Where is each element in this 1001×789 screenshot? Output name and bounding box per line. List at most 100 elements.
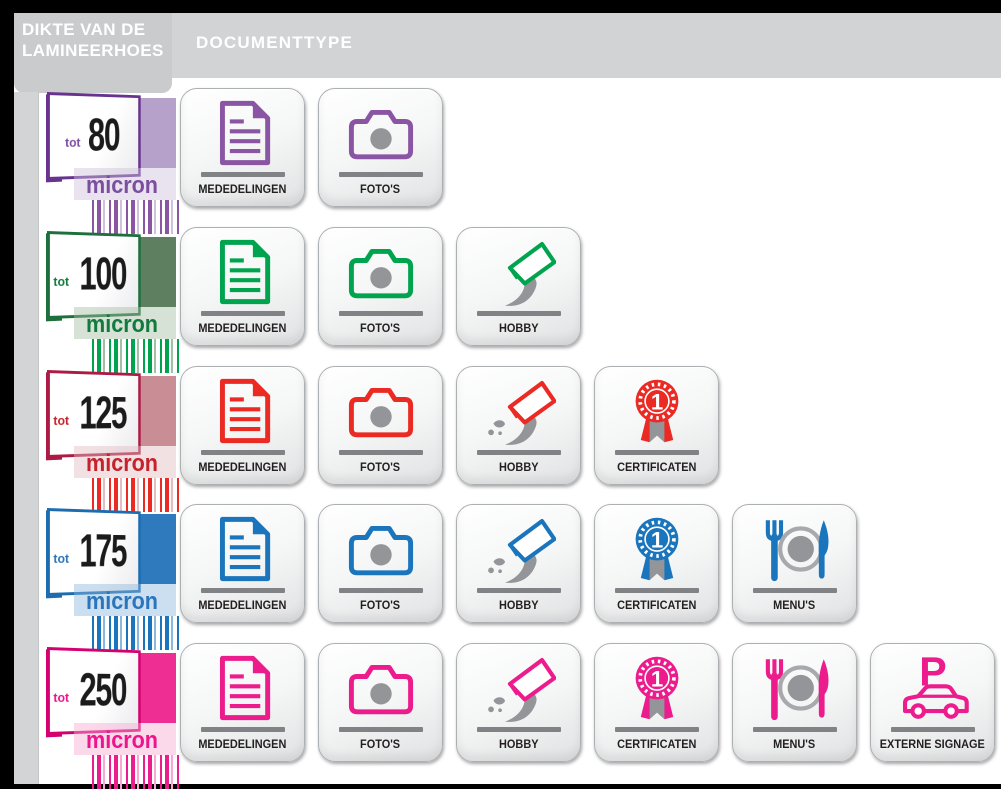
- barcode-stripes: [92, 616, 182, 650]
- svg-text:1: 1: [650, 527, 662, 552]
- tile-label: FOTO'S: [360, 323, 401, 335]
- pouch-shade: [74, 584, 176, 616]
- tile-divider: [338, 727, 423, 732]
- document-icon: extra: [206, 649, 280, 727]
- pouch-shade: [74, 723, 176, 755]
- tile-label: MENU'S: [773, 600, 816, 612]
- tile-divider: [200, 450, 285, 455]
- tile-divider: [338, 172, 423, 177]
- tile-label: MENU'S: [773, 739, 816, 751]
- barcode-stripes: [92, 200, 182, 234]
- tile-fotos[interactable]: FOTO'S: [318, 227, 443, 346]
- tile-divider: [476, 311, 561, 316]
- micron-value: 250: [79, 664, 127, 717]
- tile-label: HOBBY: [498, 323, 539, 335]
- pouch-shade: [74, 446, 176, 478]
- tot-label: tot: [53, 550, 70, 566]
- pouch-card: tot 250: [47, 647, 141, 735]
- tile-certificaten[interactable]: 1 CERTIFICATEN: [594, 366, 719, 485]
- tile-label: HOBBY: [498, 739, 539, 751]
- row-axis-title-line1: DIKTE VAN DE: [22, 20, 146, 39]
- camera-icon: [344, 510, 418, 588]
- camera-icon: [344, 233, 418, 311]
- svg-text:1: 1: [650, 389, 662, 414]
- document-icon: extra: [206, 372, 280, 450]
- column-axis-title: DOCUMENTTYPE: [196, 33, 354, 52]
- tile-certificaten[interactable]: 1 CERTIFICATEN: [594, 643, 719, 762]
- barcode-stripes: [92, 478, 182, 512]
- document-icon: extra: [206, 233, 280, 311]
- row-axis-title: DIKTE VAN DE LAMINEERHOES: [22, 19, 164, 61]
- tile-divider: [200, 311, 285, 316]
- tile-certificaten[interactable]: 1 CERTIFICATEN: [594, 504, 719, 623]
- dikte-header-box: [14, 13, 172, 93]
- svg-text:1: 1: [650, 666, 662, 691]
- tile-hobby[interactable]: HOBBY: [456, 227, 581, 346]
- paintbrush-icon: [482, 649, 556, 727]
- award-ribbon-icon: 1: [620, 649, 694, 727]
- award-ribbon-icon: 1: [620, 372, 694, 450]
- tile-divider: [476, 450, 561, 455]
- tile-label: CERTIFICATEN: [616, 739, 697, 751]
- micron-value: 80: [87, 109, 119, 162]
- document-icon: extra: [206, 510, 280, 588]
- tile-externe-signage[interactable]: P EXTERNE SIGNAGE: [870, 643, 995, 762]
- tile-label: FOTO'S: [360, 184, 401, 196]
- tile-hobby[interactable]: HOBBY: [456, 366, 581, 485]
- tile-divider: [476, 727, 561, 732]
- tile-menus[interactable]: MENU'S: [732, 504, 857, 623]
- tile-fotos[interactable]: FOTO'S: [318, 88, 443, 207]
- paintbrush-icon: [482, 510, 556, 588]
- award-ribbon-icon: 1: [620, 510, 694, 588]
- tile-label: CERTIFICATEN: [616, 600, 697, 612]
- tile-divider: [200, 727, 285, 732]
- parking-icon: P: [896, 649, 970, 727]
- tile-divider: [890, 727, 975, 732]
- tile-divider: [338, 311, 423, 316]
- tile-label: CERTIFICATEN: [616, 462, 697, 474]
- thickness-label-100-micron: tot 100 micron: [40, 231, 182, 373]
- tile-hobby[interactable]: HOBBY: [456, 504, 581, 623]
- tile-label: MEDEDELINGEN: [198, 739, 287, 751]
- tot-label: tot: [53, 689, 70, 705]
- tile-mededelingen[interactable]: extra MEDEDELINGEN: [180, 227, 305, 346]
- tile-divider: [476, 588, 561, 593]
- thickness-label-175-micron: tot 175 micron: [40, 508, 182, 650]
- tot-label: tot: [65, 134, 81, 150]
- micron-value: 175: [79, 525, 127, 578]
- tile-label: FOTO'S: [360, 739, 401, 751]
- tile-divider: [200, 588, 285, 593]
- thickness-label-125-micron: tot 125 micron: [40, 370, 182, 512]
- micron-unit: micron: [85, 311, 158, 338]
- tile-mededelingen[interactable]: extra MEDEDELINGEN: [180, 504, 305, 623]
- tile-label: MEDEDELINGEN: [198, 323, 287, 335]
- pouch-shade: [74, 307, 176, 339]
- tile-mededelingen[interactable]: extra MEDEDELINGEN: [180, 643, 305, 762]
- tile-fotos[interactable]: FOTO'S: [318, 504, 443, 623]
- tile-divider: [200, 172, 285, 177]
- tile-mededelingen[interactable]: extra MEDEDELINGEN: [180, 88, 305, 207]
- tile-divider: [338, 450, 423, 455]
- tile-label: FOTO'S: [360, 462, 401, 474]
- paintbrush-icon: [482, 233, 556, 311]
- pouch-card: tot 100: [47, 231, 141, 319]
- tot-label: tot: [53, 412, 70, 428]
- document-icon: extra: [206, 94, 280, 172]
- tile-mededelingen[interactable]: extra MEDEDELINGEN: [180, 366, 305, 485]
- tile-label: MEDEDELINGEN: [198, 184, 287, 196]
- tile-menus[interactable]: MENU'S: [732, 643, 857, 762]
- tile-hobby[interactable]: HOBBY: [456, 643, 581, 762]
- tile-fotos[interactable]: FOTO'S: [318, 366, 443, 485]
- micron-unit: micron: [85, 727, 158, 754]
- thickness-label-80-micron: tot 80 micron: [40, 92, 182, 234]
- tile-divider: [614, 450, 699, 455]
- row-axis-title-line2: LAMINEERHOES: [22, 41, 164, 60]
- tile-divider: [614, 727, 699, 732]
- dining-icon: [758, 649, 832, 727]
- dining-icon: [758, 510, 832, 588]
- tile-fotos[interactable]: FOTO'S: [318, 643, 443, 762]
- pouch-card: tot 80: [47, 92, 141, 180]
- micron-unit: micron: [85, 588, 158, 615]
- tile-label: HOBBY: [498, 462, 539, 474]
- left-edge-band: [14, 92, 39, 784]
